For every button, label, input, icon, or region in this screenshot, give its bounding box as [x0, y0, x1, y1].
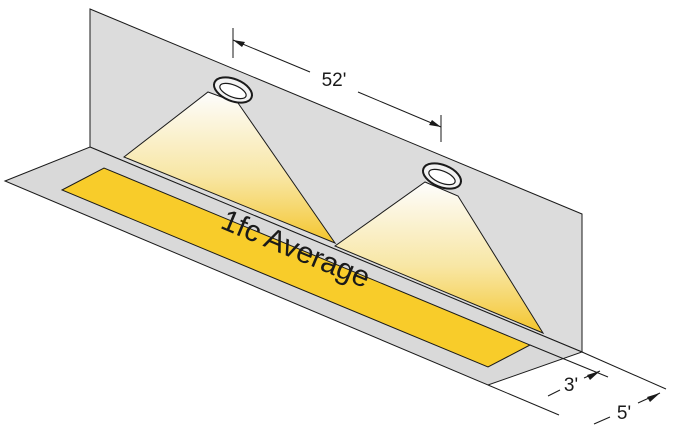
dimension-offsets: 3' 5': [487, 344, 667, 425]
dimension-label-inner: 3': [564, 375, 578, 396]
dimension-label-spacing: 52': [322, 70, 347, 91]
wall-light-fixture-icon: [422, 162, 462, 190]
dimension-label-outer: 5': [617, 403, 631, 424]
dimension-spacing: 52': [232, 28, 442, 142]
wall-light-fixture-icon: [213, 76, 253, 104]
light-cone-right: [333, 181, 545, 335]
